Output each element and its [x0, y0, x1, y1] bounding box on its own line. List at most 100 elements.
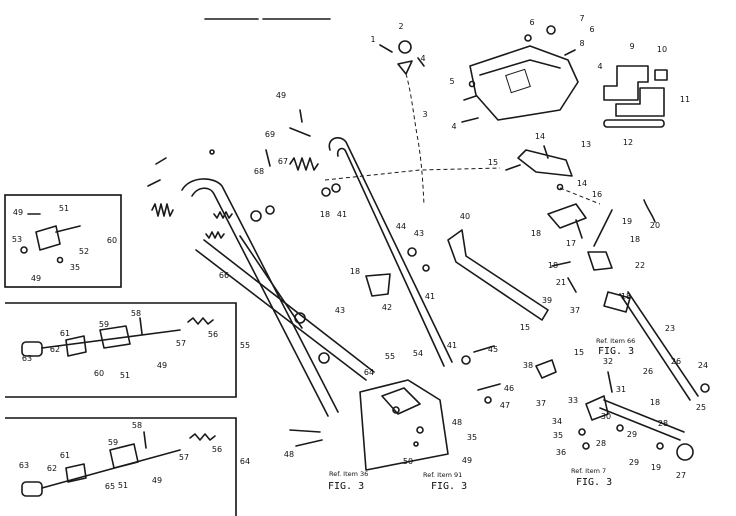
part-callout-42: 42 [382, 303, 392, 312]
part-callout-6: 6 [589, 25, 594, 34]
part-callout-57: 57 [176, 339, 186, 348]
part-callout-2: 2 [398, 22, 403, 31]
control-panel-assembly [461, 25, 579, 123]
reference-note: Ref. Item 7 [571, 467, 606, 475]
part-callout-62: 62 [47, 464, 57, 473]
part-callout-14: 14 [577, 179, 587, 188]
part-callout-65: 65 [105, 482, 115, 491]
part-callout-47: 47 [500, 401, 510, 410]
part-callout-29: 29 [627, 430, 637, 439]
part-callout-5: 5 [449, 77, 454, 86]
part-callout-4: 4 [597, 62, 602, 71]
part-callout-62: 62 [50, 345, 60, 354]
part-callout-63: 63 [22, 354, 32, 363]
part-callout-53: 53 [12, 235, 22, 244]
part-callout-38: 38 [523, 361, 533, 370]
right-lower-assembly [578, 371, 694, 461]
part-callout-60: 60 [94, 369, 104, 378]
part-callout-20: 20 [650, 221, 660, 230]
part-callout-4: 4 [420, 54, 425, 63]
part-callout-35: 35 [70, 263, 80, 272]
part-callout-58: 58 [132, 421, 142, 430]
part-callout-18: 18 [320, 210, 330, 219]
part-callout-16: 16 [592, 190, 602, 199]
handle-bracket [505, 145, 573, 191]
part-callout-61: 61 [60, 329, 70, 338]
part-callout-25: 25 [696, 403, 706, 412]
shift-lever-assembly [547, 199, 710, 401]
part-callout-24: 24 [698, 361, 708, 370]
part-callout-52: 52 [79, 247, 89, 256]
part-callout-44: 44 [396, 222, 406, 231]
part-callout-41: 41 [425, 292, 435, 301]
part-callout-32: 32 [603, 357, 613, 366]
part-callout-56: 56 [208, 330, 218, 339]
part-callout-17: 17 [566, 239, 576, 248]
part-callout-49: 49 [157, 361, 167, 370]
part-callout-15: 15 [520, 323, 530, 332]
part-callout-26: 26 [643, 367, 653, 376]
part-callout-39: 39 [542, 296, 552, 305]
part-callout-19: 19 [622, 217, 632, 226]
part-callout-10: 10 [657, 45, 667, 54]
part-callout-14: 14 [535, 132, 545, 141]
part-callout-8: 8 [579, 39, 584, 48]
reference-note: Ref. Item 66 [596, 337, 635, 345]
part-callout-22: 22 [635, 261, 645, 270]
part-callout-18: 18 [650, 398, 660, 407]
part-callout-43: 43 [414, 229, 424, 238]
part-callout-37: 37 [570, 306, 580, 315]
part-callout-19: 19 [651, 463, 661, 472]
part-callout-45: 45 [488, 345, 498, 354]
part-callout-27: 27 [676, 471, 686, 480]
part-callout-49: 49 [462, 456, 472, 465]
figure-caption: FIG. 3 [576, 477, 612, 488]
part-callout-4: 4 [451, 122, 456, 131]
part-callout-28: 28 [596, 439, 606, 448]
figure-caption: FIG. 3 [431, 481, 467, 492]
part-callout-15: 15 [574, 348, 584, 357]
part-callout-58: 58 [131, 309, 141, 318]
decal-set [603, 65, 668, 128]
part-callout-57: 57 [179, 453, 189, 462]
part-callout-48: 48 [284, 450, 294, 459]
part-callout-34: 34 [552, 417, 562, 426]
part-callout-18: 18 [350, 267, 360, 276]
spring-parts [147, 109, 341, 239]
inset-60 [4, 194, 122, 288]
center-lever-assembly [365, 229, 557, 379]
lower-control-assembly [289, 352, 501, 471]
part-callout-41: 41 [447, 341, 457, 350]
part-callout-3: 3 [422, 110, 427, 119]
part-callout-67: 67 [278, 157, 288, 166]
part-callout-26: 26 [671, 357, 681, 366]
part-callout-63: 63 [19, 461, 29, 470]
part-callout-15: 15 [488, 158, 498, 167]
part-callout-43: 43 [335, 306, 345, 315]
part-callout-40: 40 [460, 212, 470, 221]
part-callout-68: 68 [254, 167, 264, 176]
part-callout-18: 18 [548, 261, 558, 270]
part-callout-49: 49 [276, 91, 286, 100]
part-callout-66: 66 [219, 271, 229, 280]
part-callout-50: 50 [403, 457, 413, 466]
part-callout-60: 60 [107, 236, 117, 245]
part-callout-7: 7 [579, 14, 584, 23]
part-callout-37: 37 [536, 399, 546, 408]
part-callout-61: 61 [60, 451, 70, 460]
part-callout-41: 41 [337, 210, 347, 219]
part-callout-18: 18 [531, 229, 541, 238]
part-callout-56: 56 [212, 445, 222, 454]
inset-64 [5, 417, 237, 516]
throttle-knob-assembly [379, 40, 425, 206]
part-callout-1: 1 [370, 35, 375, 44]
part-callout-6: 6 [529, 18, 534, 27]
part-callout-21: 21 [556, 278, 566, 287]
part-callout-64: 64 [364, 368, 374, 377]
part-callout-13: 13 [581, 140, 591, 149]
